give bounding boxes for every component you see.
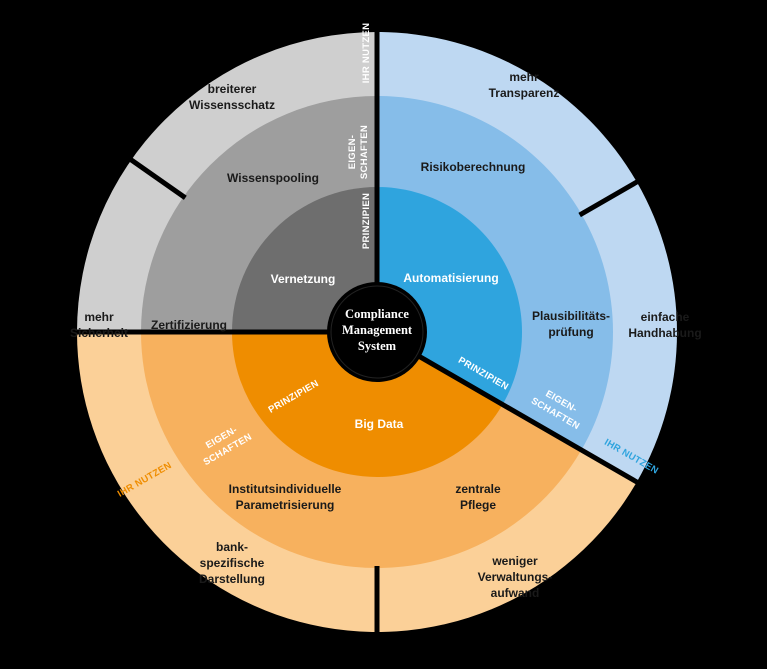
center-circle: [327, 282, 427, 382]
benefit-blue-1-line-1: mehr: [509, 70, 539, 84]
property-orange-1-line-1: Institutsindividuelle: [229, 482, 342, 496]
tag-gray-benefits: IHR NUTZEN: [361, 23, 372, 84]
property-blue-2-line-1: Plausibilitäts-: [532, 309, 610, 323]
property-orange-2-line-1: zentrale: [455, 482, 501, 496]
benefit-blue-1-line-2: Transparenz: [489, 86, 560, 100]
center-line-3: System: [358, 339, 397, 353]
property-gray-1: Wissenspooling: [227, 171, 319, 185]
benefit-gray-2-line-2: Sicherheit: [70, 326, 128, 340]
principle-gray: Vernetzung: [271, 272, 336, 286]
property-orange-2-line-2: Pflege: [460, 498, 496, 512]
principle-orange: Big Data: [355, 417, 404, 431]
divider-layer: [72, 27, 643, 637]
benefit-blue-2-line-2: Handhabung: [628, 326, 701, 340]
sector-divider-1: [375, 329, 643, 487]
tag-gray-properties-2: SCHAFTEN: [359, 125, 370, 179]
benefit-orange-2-line-3: aufwand: [491, 586, 540, 600]
center-circle-ring: [330, 285, 424, 379]
ring-inner-gray: [232, 187, 377, 332]
center-line-2: Management: [342, 323, 413, 337]
center-line-1: Compliance: [345, 307, 409, 321]
property-blue-1: Risikoberechnung: [421, 160, 526, 174]
benefit-orange-1-line-1: bank-: [216, 540, 248, 554]
tag-gray-principle: PRINZIPIEN: [361, 193, 372, 249]
principle-blue: Automatisierung: [403, 271, 498, 285]
benefit-gray-2-line-1: mehr: [84, 310, 114, 324]
benefit-orange-1-line-3: Darstellung: [199, 572, 265, 586]
benefit-orange-2-line-1: weniger: [491, 554, 538, 568]
property-blue-2-line-2: prüfung: [548, 325, 593, 339]
benefit-orange-2-line-2: Verwaltungs-: [478, 570, 553, 584]
tag-gray-properties-1: EIGEN-: [347, 135, 358, 170]
benefit-divider-0: [125, 155, 187, 200]
benefit-blue-2-line-1: einfache: [641, 310, 690, 324]
benefit-divider-1: [578, 177, 643, 218]
benefit-gray-1-line-1: breiterer: [208, 82, 257, 96]
benefit-gray-1-line-2: Wissensschatz: [189, 98, 275, 112]
property-orange-1-line-2: Parametrisierung: [236, 498, 335, 512]
benefit-orange-1-line-2: spezifische: [200, 556, 265, 570]
ring-layer: [77, 32, 677, 632]
property-gray-2: Zertifizierung: [151, 318, 227, 332]
